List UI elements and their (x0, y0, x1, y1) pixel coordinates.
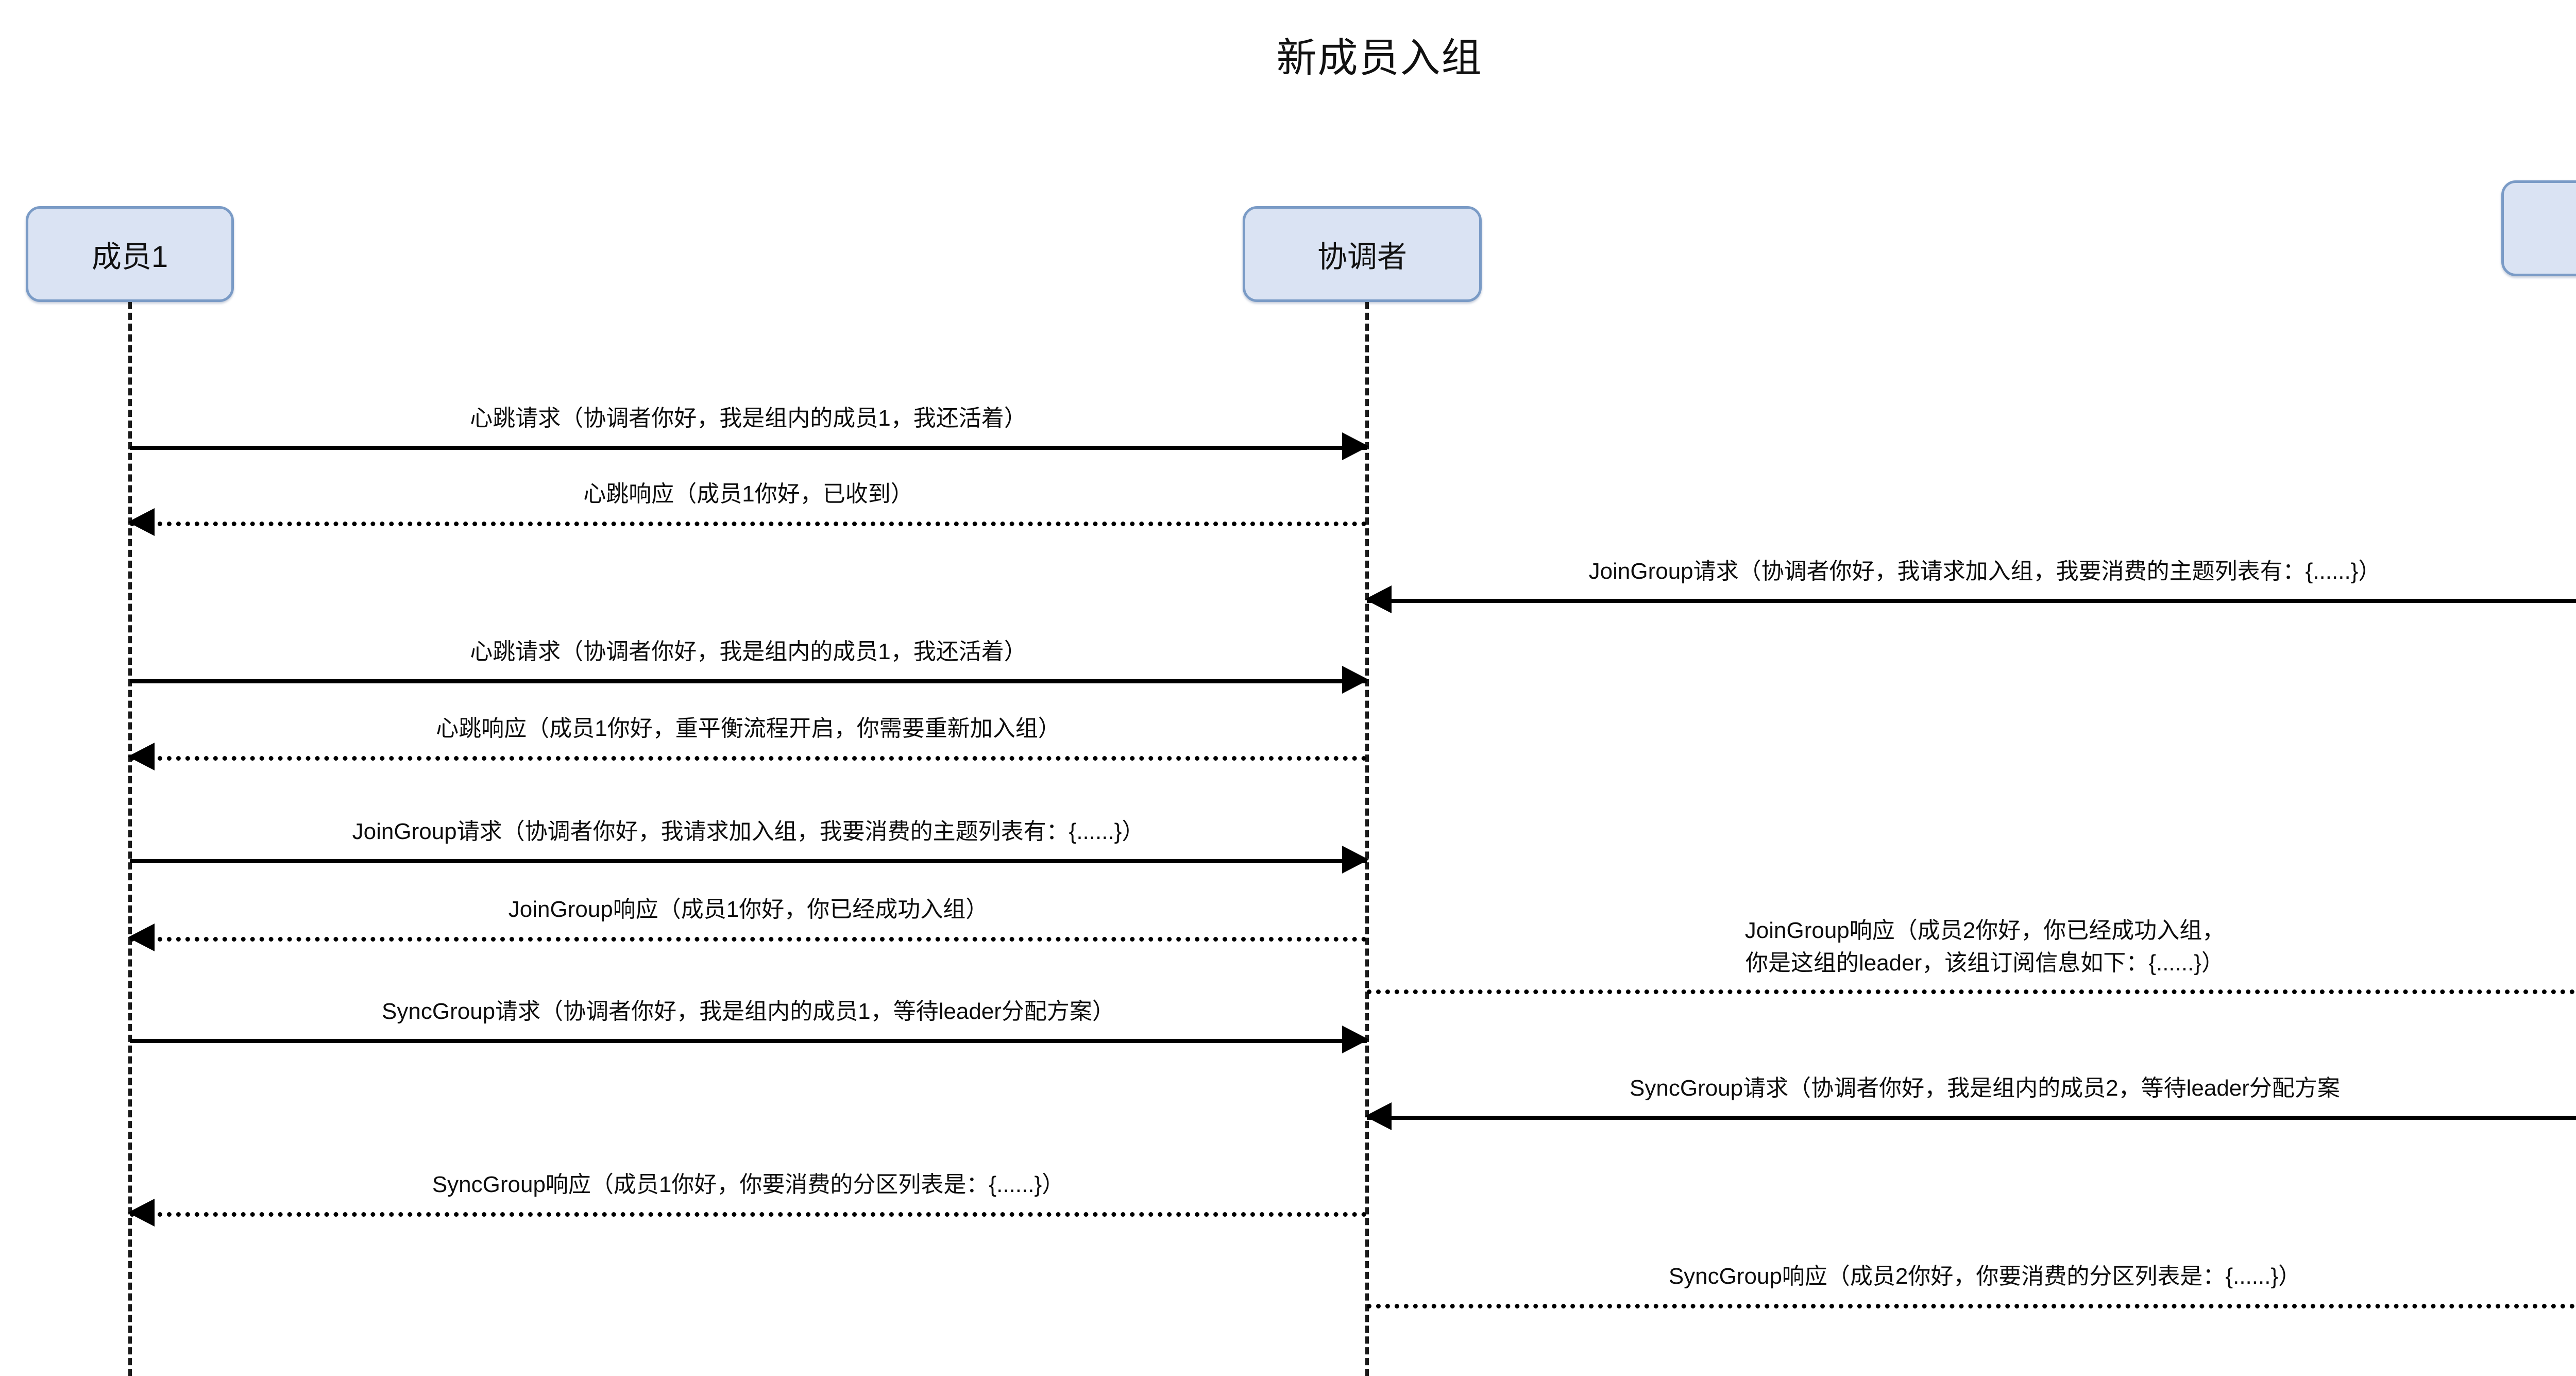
message-line (130, 859, 1367, 863)
message-line (130, 937, 1367, 942)
message-label: 心跳响应（成员1你好，重平衡流程开启，你需要重新加入组） (436, 715, 1061, 741)
lifeline-member1 (128, 302, 132, 1376)
message-line (1367, 989, 2576, 994)
message-label: SyncGroup请求（协调者你好，我是组内的成员1，等待leader分配方案） (382, 998, 1115, 1024)
message-label: SyncGroup请求（协调者你好，我是组内的成员2，等待leader分配方案 (1630, 1075, 2340, 1101)
participant-label: 协调者 (1317, 240, 1407, 274)
arrowhead-icon (1342, 846, 1369, 874)
message-label: JoinGroup请求（协调者你好，我请求加入组，我要消费的主题列表有：{...… (352, 818, 1145, 844)
message-line (130, 446, 1367, 450)
arrowhead-icon (1342, 666, 1369, 694)
arrowhead-icon (128, 508, 155, 536)
message-label: 心跳请求（协调者你好，我是组内的成员1，我还活着） (470, 639, 1027, 664)
arrowhead-icon (128, 1199, 155, 1227)
message-line (130, 679, 1367, 683)
message-label: SyncGroup响应（成员1你好，你要消费的分区列表是：{......}） (432, 1171, 1065, 1197)
message-line (130, 1039, 1367, 1043)
message-line (1367, 1304, 2576, 1308)
message-label: 心跳响应（成员1你好，已收到） (583, 481, 913, 507)
message-line (1367, 599, 2576, 603)
message-line (130, 756, 1367, 761)
participant-box-coordinator[interactable]: 协调者 (1243, 206, 1482, 302)
arrowhead-icon (1342, 432, 1369, 460)
participant-box-member2[interactable]: 成员2 (2501, 180, 2576, 276)
participant-label: 成员1 (91, 240, 168, 274)
arrowhead-icon (128, 924, 155, 951)
page-title: 新成员入组 (1276, 35, 1483, 80)
arrowhead-icon (1365, 1102, 1392, 1130)
message-label: JoinGroup请求（协调者你好，我请求加入组，我要消费的主题列表有：{...… (1588, 558, 2381, 584)
message-label: SyncGroup响应（成员2你好，你要消费的分区列表是：{......}） (1668, 1263, 2301, 1289)
message-line (130, 1212, 1367, 1217)
message-label: 心跳请求（协调者你好，我是组内的成员1，我还活着） (470, 405, 1027, 431)
arrowhead-icon (1342, 1026, 1369, 1053)
participant-box-member1[interactable]: 成员1 (26, 206, 234, 302)
lifeline-coordinator (1365, 302, 1369, 1376)
message-line (130, 522, 1367, 526)
arrowhead-icon (128, 743, 155, 770)
message-label: JoinGroup响应（成员2你好，你已经成功入组， 你是这组的leader，该… (1744, 918, 2225, 976)
message-label: JoinGroup响应（成员1你好，你已经成功入组） (508, 896, 989, 922)
message-line (1367, 1116, 2576, 1120)
arrowhead-icon (1365, 585, 1392, 613)
